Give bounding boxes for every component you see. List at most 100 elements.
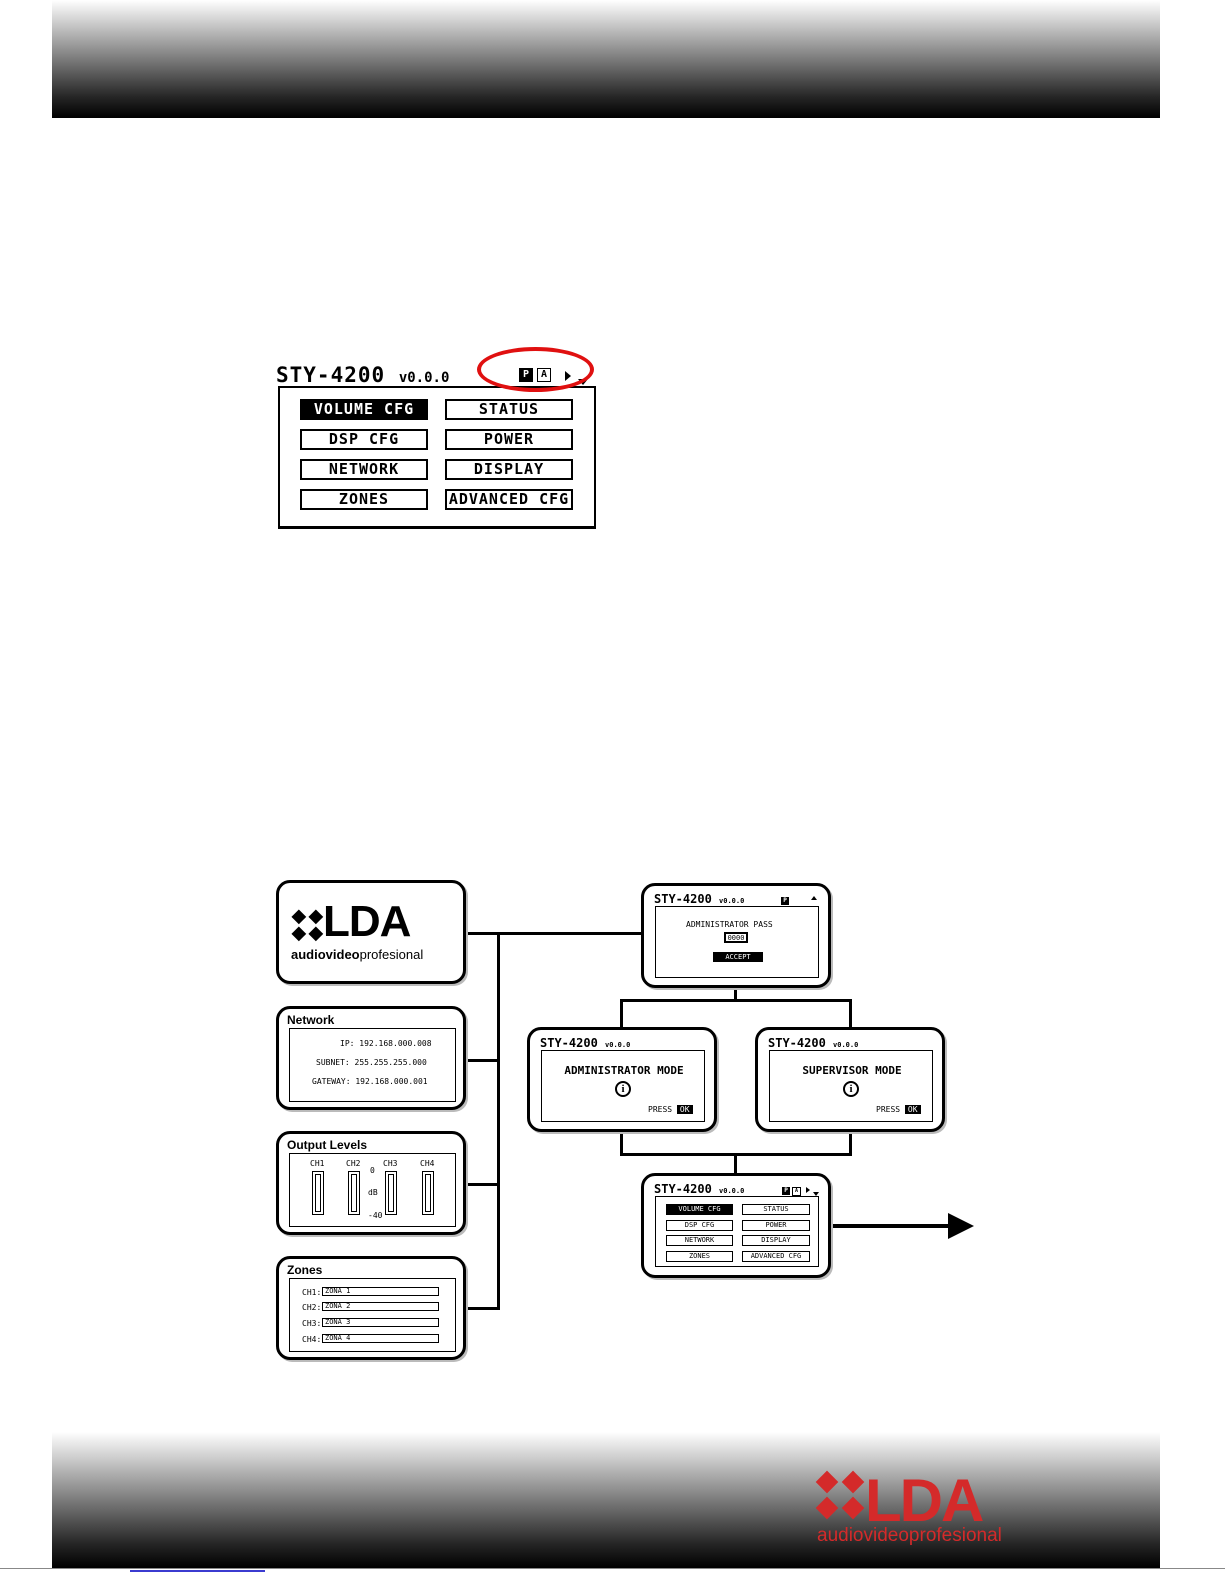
zone-label: CH4: xyxy=(302,1335,322,1344)
connector xyxy=(620,1131,623,1155)
volume-cfg-button[interactable]: VOLUME CFG xyxy=(300,399,428,420)
network-button[interactable]: NETWORK xyxy=(666,1235,733,1246)
display-button[interactable]: DISPLAY xyxy=(445,459,573,480)
lda-logo-mark-icon xyxy=(291,909,324,942)
gateway-row: GATEWAY: 192.168.000.001 xyxy=(312,1077,428,1086)
arrow-right-icon xyxy=(948,1213,974,1239)
arrow-up-icon xyxy=(811,896,817,900)
password-prompt: ADMINISTRATOR PASS xyxy=(686,920,773,929)
ch1-label: CH1 xyxy=(310,1159,325,1168)
logo-tagline-a: audiovideo xyxy=(291,947,360,962)
device-model: STY-4200 xyxy=(276,363,386,387)
connector xyxy=(465,1059,499,1062)
volume-cfg-button[interactable]: VOLUME CFG xyxy=(666,1204,733,1215)
connector xyxy=(465,1307,499,1310)
logo-card: LDA audiovideoprofesional xyxy=(276,880,466,984)
ok-button[interactable]: OK xyxy=(676,1105,693,1114)
admin-panel: ADMINISTRATOR MODE i PRESS OK xyxy=(541,1050,705,1122)
power-button[interactable]: POWER xyxy=(742,1220,810,1231)
info-icon: i xyxy=(615,1081,631,1097)
zone-field[interactable]: ZONA 2 xyxy=(322,1302,439,1311)
indicator-p: P xyxy=(782,1187,790,1195)
ch1-meter xyxy=(312,1171,324,1215)
ch4-label: CH4 xyxy=(420,1159,435,1168)
ch3-label: CH3 xyxy=(383,1159,398,1168)
power-button[interactable]: POWER xyxy=(445,429,573,450)
screen-title: STY-4200 v0.0.0 xyxy=(654,892,744,906)
indicator-p: P xyxy=(781,897,789,905)
logo-brand: LDA xyxy=(323,897,411,946)
subnet-value: 255.255.255.000 xyxy=(354,1058,427,1067)
card-title: Network xyxy=(287,1013,335,1027)
logo-tagline-b: profesional xyxy=(359,947,424,962)
connector xyxy=(620,999,852,1002)
advanced-cfg-button[interactable]: ADVANCED CFG xyxy=(742,1251,810,1262)
screen-title: STY-4200 v0.0.0 xyxy=(768,1036,858,1050)
screen-title: STY-4200 v0.0.0 xyxy=(276,362,449,391)
footer-tagline-a: audiovideo xyxy=(817,1525,909,1546)
arrow-right-icon xyxy=(806,1187,810,1193)
supervisor-mode-card: STY-4200 v0.0.0 SUPERVISOR MODE i PRESS … xyxy=(755,1027,945,1132)
highlight-oval xyxy=(477,347,594,392)
ip-value: 192.168.000.008 xyxy=(359,1039,432,1048)
scale-unit: dB xyxy=(368,1188,378,1197)
status-button[interactable]: STATUS xyxy=(742,1204,810,1215)
ok-button[interactable]: OK xyxy=(904,1105,921,1114)
connector xyxy=(849,1131,852,1155)
subnet-label: SUBNET: xyxy=(316,1058,350,1067)
screen-title: STY-4200 v0.0.0 xyxy=(654,1182,744,1196)
password-panel: ADMINISTRATOR PASS 0000 ACCEPT xyxy=(655,906,819,978)
dsp-cfg-button[interactable]: DSP CFG xyxy=(666,1220,733,1231)
zone-field[interactable]: ZONA 3 xyxy=(322,1318,439,1327)
lda-logo-mark-icon xyxy=(815,1470,865,1520)
zone-label: CH1: xyxy=(302,1288,322,1297)
display-button[interactable]: DISPLAY xyxy=(742,1235,810,1246)
zone-field[interactable]: ZONA 1 xyxy=(322,1287,439,1296)
connector xyxy=(849,999,852,1027)
zones-button[interactable]: ZONES xyxy=(300,489,428,510)
firmware-version: v0.0.0 xyxy=(719,897,745,905)
arrow-down-icon xyxy=(813,1192,819,1196)
footer-tagline: audiovideoprofesional xyxy=(817,1525,1002,1547)
connector xyxy=(829,1224,949,1228)
firmware-version: v0.0.0 xyxy=(605,1041,631,1049)
password-input[interactable]: 0000 xyxy=(724,932,748,943)
supervisor-panel: SUPERVISOR MODE i PRESS OK xyxy=(769,1050,933,1122)
press-ok-hint: PRESS OK xyxy=(648,1105,693,1114)
firmware-version: v0.0.0 xyxy=(398,370,450,386)
zone-field[interactable]: ZONA 4 xyxy=(322,1334,439,1343)
device-model: STY-4200 xyxy=(768,1036,826,1050)
gateway-value: 192.168.000.001 xyxy=(355,1077,428,1086)
footer-band xyxy=(52,1432,1160,1568)
dsp-cfg-button[interactable]: DSP CFG xyxy=(300,429,428,450)
network-card: Network IP: 192.168.000.008 SUBNET: 255.… xyxy=(276,1006,466,1110)
header-band xyxy=(52,0,1160,118)
network-button[interactable]: NETWORK xyxy=(300,459,428,480)
scale-top: 0 xyxy=(370,1166,375,1175)
device-model: STY-4200 xyxy=(654,1182,712,1196)
card-title: Zones xyxy=(287,1263,323,1277)
indicator-a: A xyxy=(792,1187,801,1196)
admin-mode-card: STY-4200 v0.0.0 ADMINISTRATOR MODE i PRE… xyxy=(527,1027,717,1132)
connector xyxy=(497,932,500,1310)
connector xyxy=(620,999,623,1027)
screen-title: STY-4200 v0.0.0 xyxy=(540,1036,630,1050)
accept-button[interactable]: ACCEPT xyxy=(713,952,763,962)
status-button[interactable]: STATUS xyxy=(445,399,573,420)
device-model: STY-4200 xyxy=(540,1036,598,1050)
zones-card: Zones CH1: ZONA 1 CH2: ZONA 2 CH3: ZONA … xyxy=(276,1256,466,1360)
zone-label: CH2: xyxy=(302,1303,322,1312)
connector xyxy=(734,1153,737,1174)
zones-button[interactable]: ZONES xyxy=(666,1251,733,1262)
press-label: PRESS xyxy=(648,1105,673,1114)
zone-label: CH3: xyxy=(302,1319,322,1328)
ip-row: IP: 192.168.000.008 xyxy=(340,1039,432,1048)
connector xyxy=(734,986,737,1001)
ip-label: IP: xyxy=(340,1039,355,1048)
footer-logo: LDA audiovideoprofesional xyxy=(815,1467,1015,1550)
logo-tagline: audiovideoprofesional xyxy=(291,947,423,962)
menu-screen-card: STY-4200 v0.0.0 P A VOLUME CFG STATUS DS… xyxy=(641,1173,831,1278)
advanced-cfg-button[interactable]: ADVANCED CFG xyxy=(445,489,573,510)
footer-link[interactable] xyxy=(130,1570,265,1572)
levels-panel: CH1 CH2 CH3 CH4 0 dB -40 xyxy=(289,1153,456,1227)
